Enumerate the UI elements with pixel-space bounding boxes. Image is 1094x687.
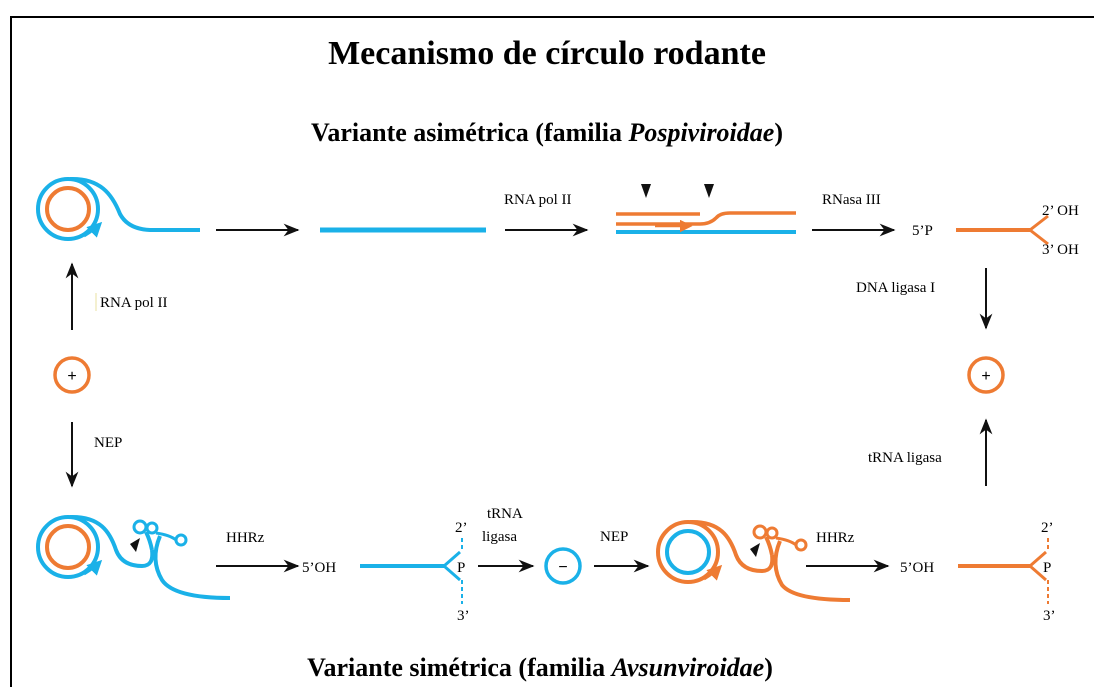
figure-frame [10,16,1094,687]
linear-monomer-top [956,214,1049,246]
hammerhead-cleavage-icon [130,538,140,552]
nep-bottom-label: NEP [600,529,628,545]
svg-text:−: − [558,559,567,576]
trna-1-label: tRNA [487,506,523,522]
svg-text:+: + [981,368,990,385]
three-prime-2-label: 3’ [1043,608,1056,624]
rolling-circle-top-left [36,176,200,241]
five-p-label: 5’P [912,223,933,239]
ligasa-1-label: ligasa [482,529,517,545]
dna-ligasa-label: DNA ligasa I [856,280,935,296]
linear-monomer-blue [360,538,463,604]
symmetric-heading: Variante simétrica (familia Avsunviroida… [307,653,773,682]
hammerhead-cleavage-2-icon [750,543,760,557]
trna-ligasa-right-label: tRNA ligasa [868,450,942,466]
hhrz-2-label: HHRz [816,530,855,546]
five-oh-2-label: 5’OH [900,560,934,576]
rolling-circle-bottom-right [656,519,851,602]
three-prime-1-label: 3’ [457,608,470,624]
two-prime-1-label: 2’ [455,520,468,536]
five-oh-1-label: 5’OH [302,560,336,576]
three-oh-label: 3’ OH [1042,242,1079,258]
two-prime-2-label: 2’ [1041,520,1054,536]
plus-circle-right: + [967,356,1005,394]
double-strand-intermediate [616,184,796,234]
minus-circle: − [544,547,582,585]
svg-text:+: + [67,368,76,385]
main-title: Mecanismo de círculo rodante [328,35,766,72]
linear-monomer-orange [958,538,1049,604]
p-1-label: P [457,560,465,576]
nep-left-label: NEP [94,435,122,451]
hhrz-1-label: HHRz [226,530,265,546]
cleavage-site-1-icon [641,184,651,198]
rna-pol-top-label: RNA pol II [504,192,572,208]
rna-pol-left-label: RNA pol II [100,295,168,311]
asymmetric-heading: Variante asimétrica (familia Pospiviroid… [311,118,783,147]
plus-circle-left: + [53,356,91,394]
rnasa-label: RNasa III [822,192,881,208]
rolling-circle-bottom-left [36,514,231,600]
two-oh-label: 2’ OH [1042,203,1079,219]
cleavage-site-2-icon [704,184,714,198]
p-2-label: P [1043,560,1051,576]
